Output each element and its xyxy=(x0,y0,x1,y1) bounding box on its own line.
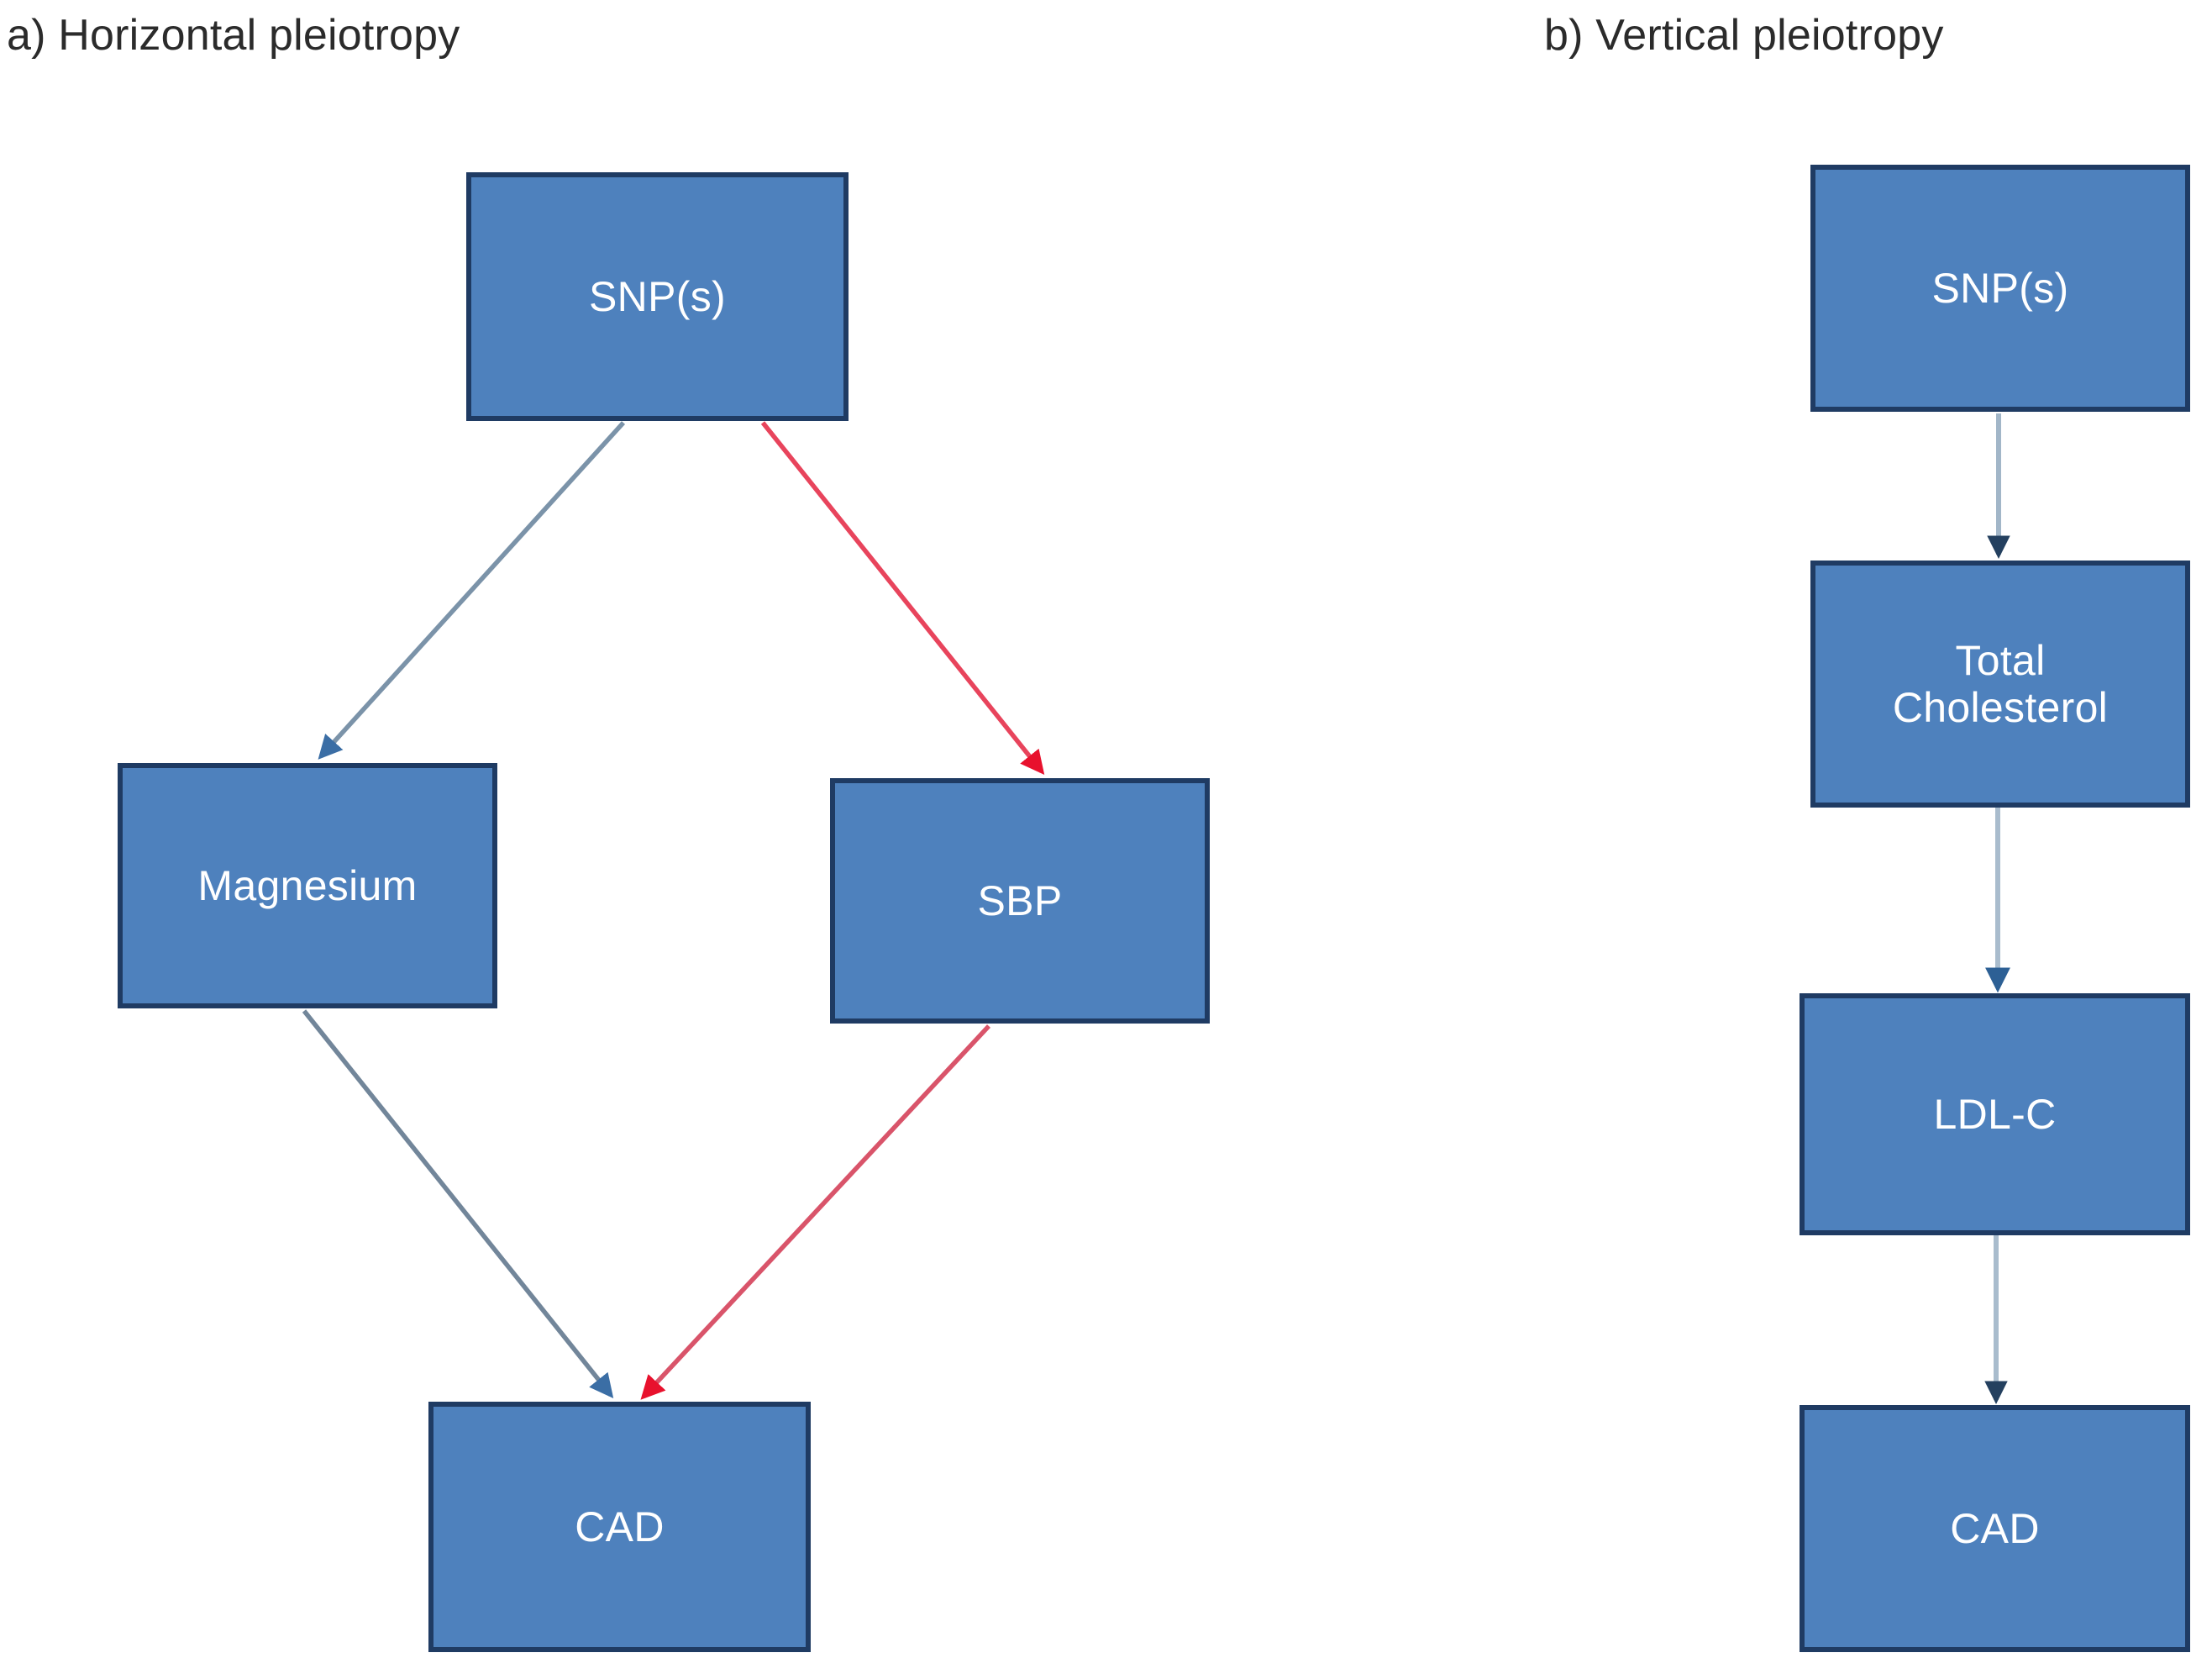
edge-sbp-to-cad xyxy=(640,1024,991,1400)
panel-b-title: b) Vertical pleiotropy xyxy=(1544,11,1944,60)
node-label: SNP(s) xyxy=(1931,265,2069,312)
edge-magnesium-to-cad xyxy=(302,1009,614,1399)
node-magnesium[interactable]: Magnesium xyxy=(118,763,497,1008)
node-label: SNP(s) xyxy=(589,273,726,320)
node-total-cholesterol[interactable]: Total Cholesterol xyxy=(1810,561,2190,808)
node-label: SBP xyxy=(977,877,1063,924)
node-sbp[interactable]: SBP xyxy=(830,778,1210,1024)
node-snp-vertical[interactable]: SNP(s) xyxy=(1810,165,2190,412)
node-label: CAD xyxy=(1950,1505,2040,1552)
edge-snp-to-magnesium xyxy=(318,421,626,760)
edge-snp-to-sbp xyxy=(760,421,1045,776)
node-cad-horizontal[interactable]: CAD xyxy=(428,1402,811,1652)
node-label: LDL-C xyxy=(1933,1091,2057,1138)
panel-a-title: a) Horizontal pleiotropy xyxy=(7,11,460,60)
node-ldl-c[interactable]: LDL-C xyxy=(1800,993,2190,1235)
node-snp-horizontal[interactable]: SNP(s) xyxy=(466,172,849,421)
node-label: Total Cholesterol xyxy=(1892,637,2109,731)
node-label: Magnesium xyxy=(197,862,418,909)
node-cad-vertical[interactable]: CAD xyxy=(1800,1405,2190,1652)
node-label: CAD xyxy=(575,1503,665,1550)
